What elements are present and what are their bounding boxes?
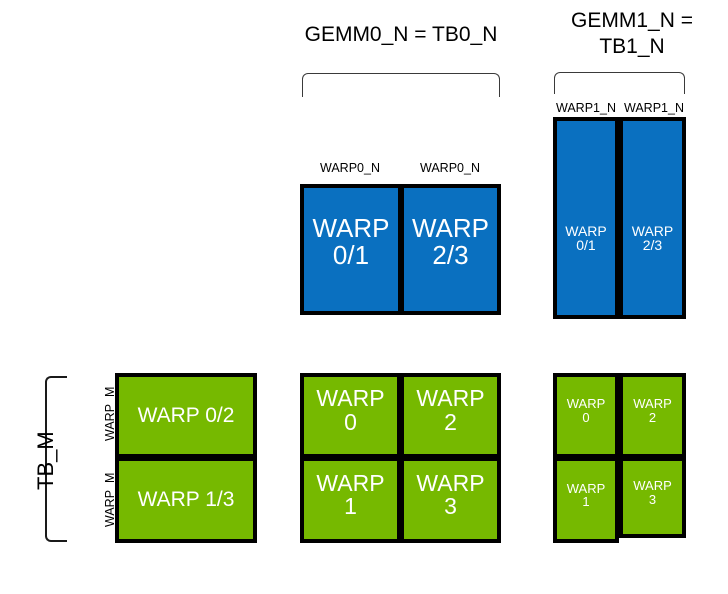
title-gemm1: GEMM1_N = TB1_N [557,8,707,60]
label-tb-m: TB_M [33,431,58,490]
green-mid-cell-warp-0-line2: 0 [344,408,357,435]
green-left-cell-warp-0-2[interactable]: WARP 0/2 [115,373,257,458]
blue-cell-warp-2-3-line2: 2/3 [432,239,469,270]
column-label-warp1n-left: WARP1_N [556,101,616,115]
column-label-warp0n-left: WARP0_N [320,161,380,175]
green-left-cell-warp-1-3[interactable]: WARP 1/3 [115,457,257,543]
blue-right-cell-warp-0-1-line2: 0/1 [576,237,596,253]
blue-right-cell-warp-2-3-line1: WARP [631,222,674,239]
title-gemm1-line1: GEMM1_N = [571,9,693,32]
green-right-cell-warp-3-line1: WARP [633,478,672,494]
green-right-cell-warp-1-line2: 1 [582,494,590,509]
bracket-gemm0-span [302,73,500,97]
green-mid-cell-warp-3-line1: WARP [416,469,485,496]
green-left-cell-warp-0-2-label: WARP 0/2 [137,403,235,427]
green-right-cell-warp-0-line2: 0 [582,409,590,425]
title-gemm0: GEMM0_N = TB0_N [304,23,498,46]
green-right-cell-warp-3-line2: 3 [648,491,657,507]
column-label-warp0n-right: WARP0_N [420,161,480,175]
green-left-cell-warp-1-3-label: WARP 1/3 [137,488,235,512]
green-mid-cell-warp-2-line1: WARP [416,385,485,412]
green-mid-cell-warp-1-line1: WARP [316,469,385,496]
blue-right-cell-warp-0-1-line1: WARP [565,222,607,239]
column-label-warp1n-right: WARP1_N [624,101,684,115]
green-right-cell-warp-2-line1: WARP [633,396,672,412]
green-mid-cell-warp-3-line2: 3 [444,493,457,519]
green-mid-cell-warp-1-line2: 1 [344,493,357,519]
blue-cell-warp-0-1-line2: 0/1 [332,239,370,270]
blue-right-cell-warp-2-3-line2: 2/3 [642,237,663,253]
blue-cell-warp-2-3-line1: WARP [411,212,490,243]
bracket-tb-m [45,376,67,542]
green-right-cell-warp-1-line1: WARP [566,480,606,496]
green-right-cell-warp-2-line2: 2 [648,409,657,425]
title-gemm1-line2: TB1_N [599,35,665,58]
green-right-cell-warp-0-line1: WARP [566,396,606,412]
green-mid-cell-warp-2-line2: 2 [444,408,457,435]
bracket-gemm1-span [554,72,685,94]
green-mid-cell-warp-0-line1: WARP [316,385,385,412]
blue-cell-warp-0-1-line1: WARP [312,212,390,243]
